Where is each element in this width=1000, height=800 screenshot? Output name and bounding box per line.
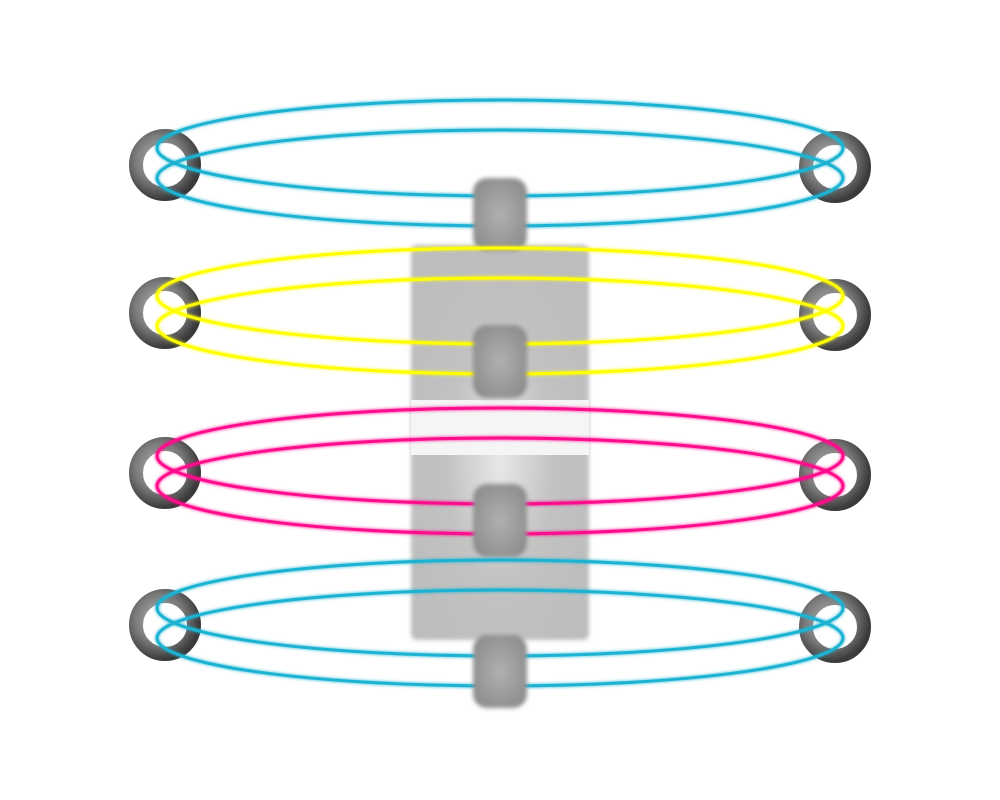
- ring-icon: [129, 277, 201, 349]
- coil-level-3: [129, 406, 871, 557]
- pill-connector-icon: [473, 635, 527, 708]
- pill-connector-icon: [473, 178, 527, 251]
- ring-icon: [129, 437, 201, 509]
- coil-level-4: [129, 558, 871, 708]
- ring-icon: [129, 129, 201, 201]
- coil-level-1: [129, 98, 871, 251]
- ring-icon: [129, 589, 201, 661]
- pill-connector-icon: [473, 484, 527, 557]
- pill-connector-icon: [473, 325, 527, 398]
- coil-level-2: [129, 246, 871, 398]
- center-column: [411, 245, 589, 640]
